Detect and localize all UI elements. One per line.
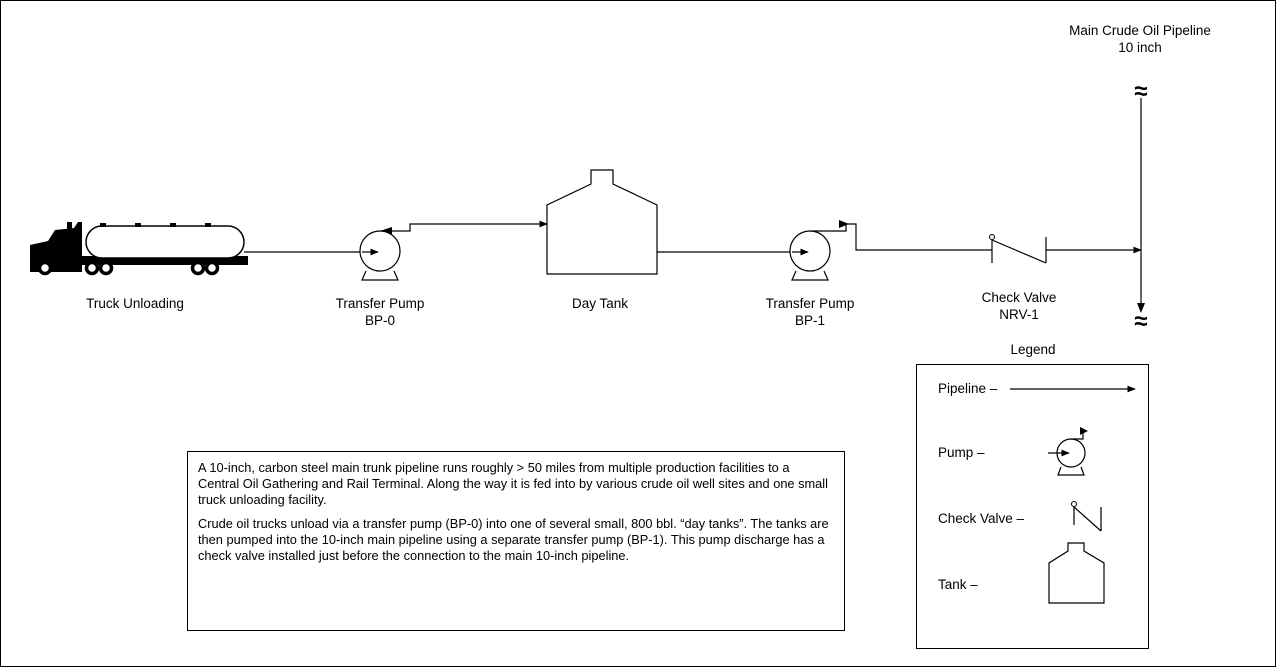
tanker-truck-icon (30, 222, 248, 276)
legend-check-valve-label: Check Valve – (938, 511, 1025, 526)
legend-pump-label: Pump – (938, 445, 985, 460)
legend-pump-symbol (1048, 427, 1088, 476)
description-paragraph-1: A 10-inch, carbon steel main trunk pipel… (198, 460, 828, 507)
valve-label: Check Valve (981, 290, 1057, 305)
legend-tank-label: Tank – (938, 577, 978, 592)
flow-line-pump0-to-tank (380, 220, 548, 232)
pipeline-break-bottom-icon: ≈ (1134, 308, 1148, 335)
pipeline-title: Main Crude Oil Pipeline (1069, 23, 1211, 38)
pump-icon-bp1 (789, 230, 831, 281)
description-box: A 10-inch, carbon steel main trunk pipel… (187, 451, 845, 631)
valve-id: NRV-1 (999, 307, 1039, 322)
pump0-id: BP-0 (364, 313, 395, 328)
flow-line-pump1-to-valve (810, 223, 992, 251)
check-valve-icon (989, 234, 1047, 264)
description-paragraph-2: Crude oil trucks unload via a transfer p… (198, 516, 829, 563)
pipeline-size: 10 inch (1118, 40, 1162, 55)
pump1-id: BP-1 (794, 313, 825, 328)
tank-label: Day Tank (571, 296, 629, 311)
legend-check-valve-symbol (1071, 501, 1102, 532)
legend-title: Legend (1010, 342, 1056, 357)
pump0-label: Transfer Pump (335, 296, 425, 311)
pump1-label: Transfer Pump (765, 296, 855, 311)
pump-icon-bp0 (359, 230, 401, 281)
legend-pipeline-label: Pipeline – (938, 381, 998, 396)
tank-icon (546, 169, 658, 275)
pipeline-break-top-icon: ≈ (1134, 78, 1148, 105)
legend-box (916, 364, 1149, 649)
legend-tank-symbol (1048, 542, 1105, 604)
truck-label: Truck Unloading (86, 296, 184, 311)
